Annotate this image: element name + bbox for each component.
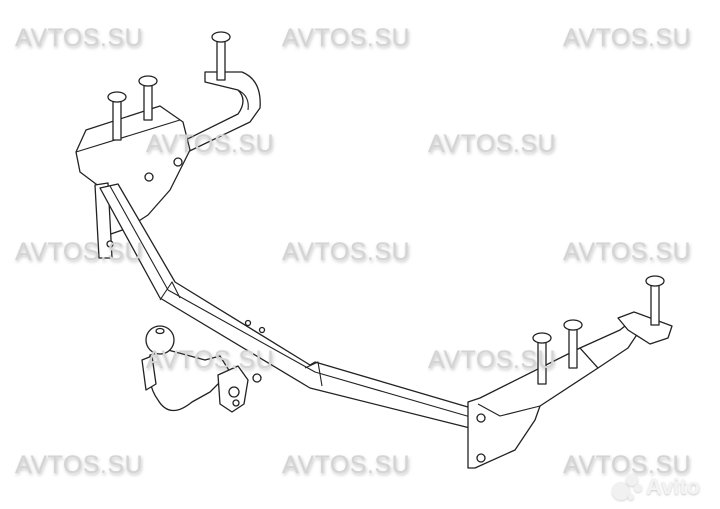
avito-dots-icon [612,472,646,502]
right-bracket-arm [579,311,673,369]
avito-wordmark: Avito [646,474,701,499]
bolts-left [107,31,231,141]
bolts-right [532,275,665,385]
avito-logo: Avito [612,472,700,502]
right-mount-plate [467,347,599,469]
main-beam [99,183,479,429]
tow-ball-assembly [141,325,262,413]
